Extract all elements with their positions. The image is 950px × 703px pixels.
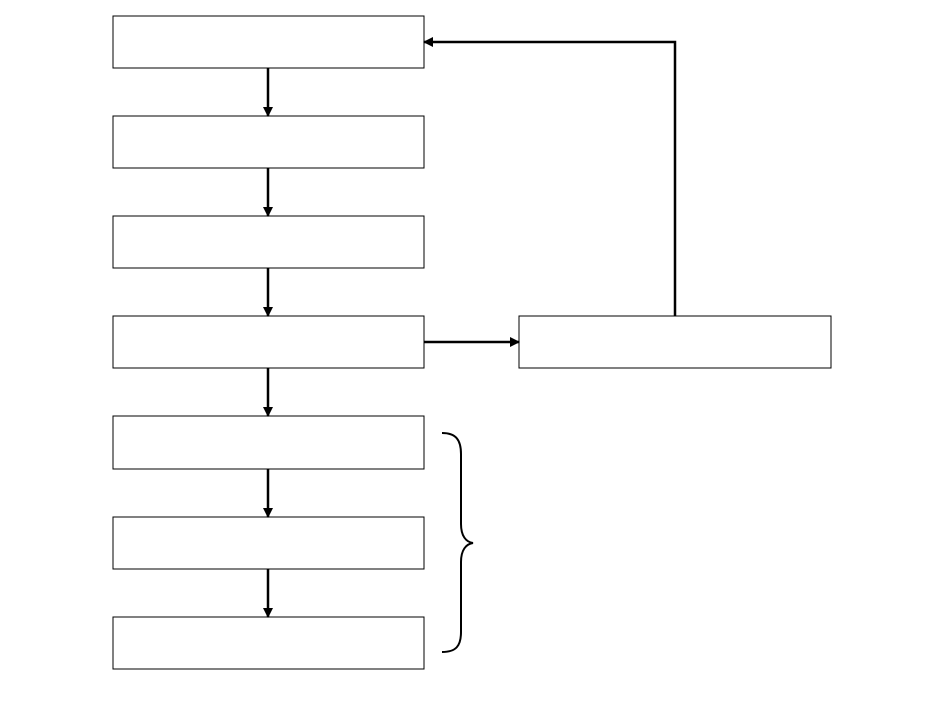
arrow-side-step-to-step1 (423, 37, 677, 316)
step-4-box (112, 315, 425, 369)
group-brace (441, 432, 474, 653)
step-3-box (112, 215, 425, 269)
step-7-box (112, 616, 425, 670)
step-5-box (112, 415, 425, 470)
step-1-box (112, 15, 425, 69)
step-2-box (112, 115, 425, 169)
step-6-box (112, 516, 425, 570)
side-step-box (518, 315, 832, 369)
